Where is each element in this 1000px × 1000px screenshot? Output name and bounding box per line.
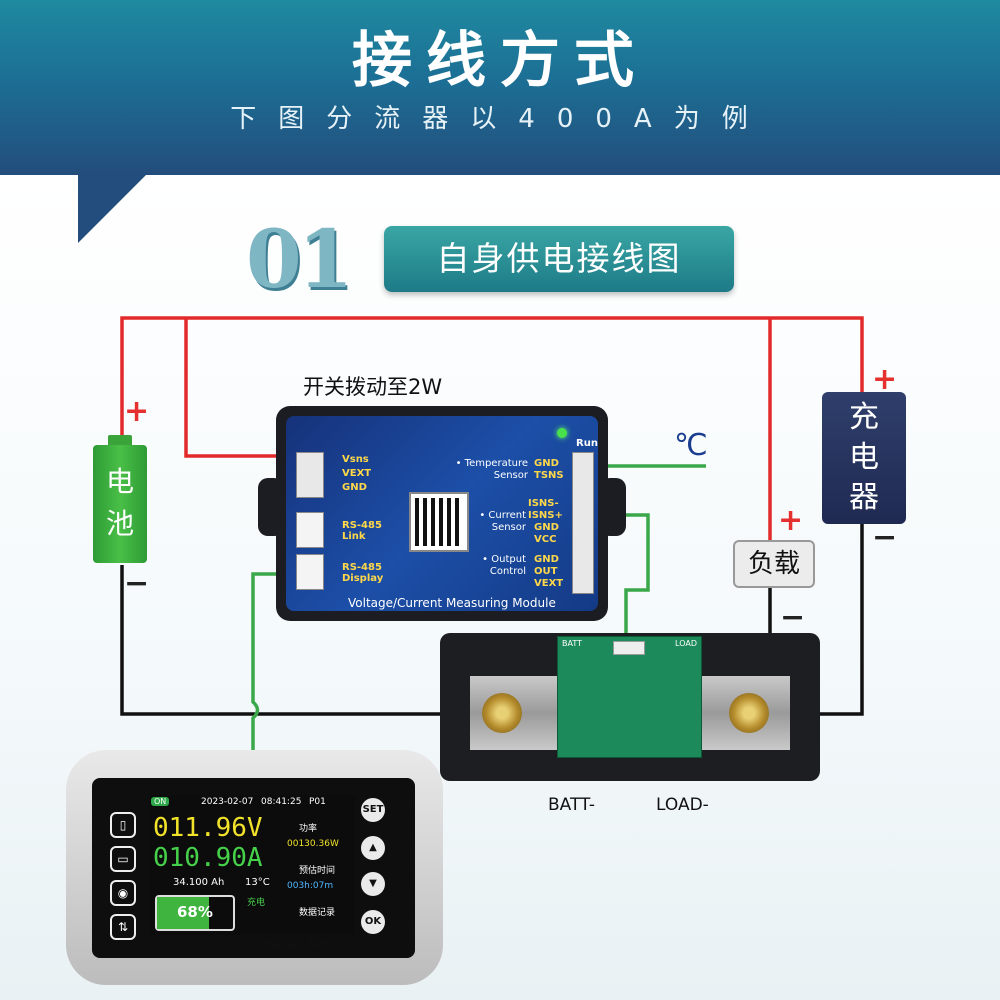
positive-wire <box>120 316 864 438</box>
switch-note: 开关拨动至2W <box>303 375 443 399</box>
temperature-value: 13°C <box>245 877 270 888</box>
section-title: 自身供电接线图 <box>384 226 734 292</box>
run-led <box>557 428 567 438</box>
rs485-display-port[interactable] <box>296 554 324 590</box>
pin-temp-gnd: GND <box>534 458 559 469</box>
battery-gauge: 68% <box>155 895 235 931</box>
pin-isns-minus: ISNS- <box>528 498 559 509</box>
load-bolt <box>729 693 769 733</box>
module-title: Voltage/Current Measuring Module <box>348 596 556 610</box>
pin-current-gnd: GND <box>534 522 559 533</box>
power-value: 00130.36W <box>287 839 339 849</box>
remaining-value: 003h:07m <box>287 881 334 891</box>
load-plus: + <box>778 503 804 538</box>
status-badge: ON <box>151 797 170 806</box>
output-control-label: • Output Control <box>482 554 526 577</box>
page-title: 接线方式 <box>352 26 648 96</box>
phone-icon-button[interactable]: ▭ <box>110 846 136 872</box>
load-minus: − <box>780 600 806 635</box>
battery-plus: + <box>124 394 150 429</box>
rs485-link-port[interactable] <box>296 512 324 548</box>
capacity-value: 34.100 Ah <box>173 877 225 888</box>
pin-out-vext: VEXT <box>534 578 564 589</box>
run-indicator-label: Run <box>576 438 598 449</box>
load: 负载 <box>733 540 815 588</box>
display-wire <box>251 572 300 778</box>
set-button[interactable]: SET <box>361 798 385 822</box>
time: 08:41:25 <box>261 797 302 807</box>
battery-gauge-fill <box>157 897 209 929</box>
rs485-link-label: RS-485 Link <box>342 520 382 542</box>
rs485-display-label: RS-485 Display <box>342 562 384 584</box>
brand-label: Battery Monitor <box>264 938 351 951</box>
vsns-wire <box>184 318 300 458</box>
battery-percent: 68% <box>177 903 213 921</box>
charger-label-1: 充 <box>849 400 879 435</box>
pin-vcc: VCC <box>534 534 557 545</box>
pin-gnd: GND <box>342 482 367 493</box>
sense-wire <box>590 513 650 640</box>
shunt-load-label: LOAD- <box>656 795 709 815</box>
battery-label-1: 电 <box>105 465 134 498</box>
measuring-module: Vsns VEXT GND RS-485 Link RS-485 Display… <box>276 406 608 621</box>
down-button[interactable]: ▼ <box>361 872 385 896</box>
pin-out-gnd: GND <box>534 554 559 565</box>
current-value: 010.90A <box>153 843 263 873</box>
page-indicator: P01 <box>309 797 326 807</box>
battery-minus: − <box>124 566 150 601</box>
battery-icon-button[interactable]: ▯ <box>110 812 136 838</box>
header-banner: 接线方式 下图分流器以400A为例 <box>0 0 1000 175</box>
battery-label-2: 池 <box>105 507 134 540</box>
charger: 充 电 器 <box>822 392 906 524</box>
temp-sensor-label: • Temperature Sensor <box>455 458 528 481</box>
pin-vext: VEXT <box>342 468 372 479</box>
banner-fold <box>78 175 146 243</box>
remaining-label: 预估时间 <box>299 866 336 876</box>
charger-label-3: 器 <box>849 480 879 515</box>
pin-vsns: Vsns <box>342 454 369 465</box>
pin-tsns: TSNS <box>534 470 564 481</box>
record-label: 数据记录 <box>299 908 336 918</box>
charger-label-2: 电 <box>849 440 879 475</box>
voltage-value: 011.96V <box>153 813 263 843</box>
battery: 电 池 <box>93 445 147 563</box>
module-panel: Vsns VEXT GND RS-485 Link RS-485 Display… <box>286 416 598 611</box>
pin-out: OUT <box>534 566 558 577</box>
pin-isns-plus: ISNS+ <box>528 510 563 521</box>
display-screen: ON 2023-02-07 08:41:25 P01 011.96V 010.9… <box>149 795 355 935</box>
temperature-unit: ℃ <box>674 428 708 463</box>
date: 2023-02-07 <box>201 797 254 807</box>
current-sensor-label: • Current Sensor <box>479 510 526 533</box>
pcb-connector <box>613 641 645 655</box>
right-terminal-block <box>572 452 594 594</box>
charge-label: 充电 <box>247 898 266 908</box>
charger-plus: + <box>872 362 898 397</box>
charger-minus: − <box>872 520 898 555</box>
pcb-batt-label: BATT <box>562 639 582 648</box>
power-label: 功率 <box>299 824 318 834</box>
page-subtitle: 下图分流器以400A为例 <box>230 104 770 134</box>
batt-bolt <box>482 693 522 733</box>
pcb-load-label: LOAD <box>675 639 697 648</box>
battery-terminal <box>108 435 132 447</box>
shunt-pcb: BATT LOAD <box>557 636 702 758</box>
shunt-batt-label: BATT- <box>548 795 596 815</box>
battery-negative-wire <box>120 565 500 716</box>
up-button[interactable]: ▲ <box>361 836 385 860</box>
qr-code <box>409 492 469 552</box>
vsns-terminal <box>296 452 324 498</box>
transfer-icon-button[interactable]: ⇅ <box>110 914 136 940</box>
ok-button[interactable]: OK <box>361 910 385 934</box>
alarm-icon-button[interactable]: ◉ <box>110 880 136 906</box>
section-number: 01 <box>246 212 353 306</box>
